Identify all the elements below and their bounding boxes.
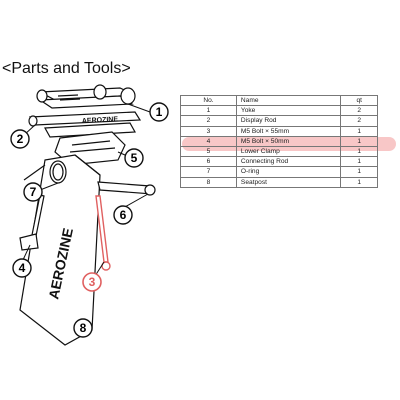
table-row-highlighted: 3 M5 Bolt × 55mm 1	[180, 125, 378, 137]
svg-text:8: 8	[80, 321, 87, 335]
cell-name: Display Rod	[235, 115, 342, 127]
col-header-name: Name	[235, 94, 342, 107]
cell-no: 6	[180, 156, 237, 168]
cell-qt: 2	[340, 115, 378, 127]
svg-text:1: 1	[156, 105, 163, 119]
parts-diagram: AEROZINE AEROZINE	[10, 84, 169, 346]
callout-6: 6	[113, 205, 133, 225]
cell-name: Connecting Rod	[235, 156, 342, 168]
callout-1: 1	[149, 102, 169, 122]
svg-text:AEROZINE: AEROZINE	[82, 116, 119, 125]
parts-table: No. Name qt 1 Yoke 2 2 Display Rod 2 3 M…	[180, 94, 378, 188]
connecting-rod-part-icon	[97, 181, 156, 196]
cell-no: 7	[180, 166, 237, 178]
cell-no: 1	[180, 105, 237, 117]
callout-3: 3	[82, 272, 102, 292]
cell-name: M5 Bolt × 55mm	[235, 125, 342, 137]
highlighted-bolt-part-icon	[95, 195, 111, 271]
cell-name: M5 Bolt × 50mm	[235, 135, 342, 147]
display-rod-part-icon: AEROZINE	[28, 111, 142, 138]
cell-qt: 1	[340, 135, 378, 147]
page-title: <Parts and Tools>	[2, 60, 131, 77]
callout-2: 2	[10, 129, 30, 149]
table-header-row: No. Name qt	[180, 94, 378, 107]
col-header-no: No.	[180, 94, 237, 107]
cell-no: 2	[180, 115, 237, 127]
cell-name: Seatpost	[235, 176, 342, 188]
table-row: 7 O-ring 1	[180, 166, 378, 178]
cell-no: 4	[180, 135, 237, 147]
svg-text:3: 3	[89, 275, 96, 289]
col-header-qt: qt	[340, 94, 378, 107]
cell-name: Lower Clamp	[235, 145, 342, 158]
callout-7: 7	[23, 182, 43, 202]
table-row: 5 Lower Clamp 1	[180, 145, 378, 158]
bolt-part-icon	[19, 194, 45, 251]
table-row: 1 Yoke 2	[180, 105, 378, 117]
cell-no: 3	[180, 125, 237, 137]
table-row: 6 Connecting Rod 1	[180, 156, 378, 168]
parts-table-wrap: No. Name qt 1 Yoke 2 2 Display Rod 2 3 M…	[180, 94, 378, 188]
svg-text:7: 7	[30, 185, 37, 199]
table-row: 2 Display Rod 2	[180, 115, 378, 127]
svg-text:5: 5	[131, 151, 138, 165]
svg-text:6: 6	[120, 208, 127, 222]
svg-text:4: 4	[19, 261, 26, 275]
cell-qt: 1	[340, 176, 378, 188]
callout-5: 5	[124, 148, 144, 168]
cell-name: Yoke	[235, 105, 342, 117]
cell-no: 5	[180, 145, 237, 158]
cell-qt: 1	[340, 145, 378, 158]
cell-qt: 1	[340, 125, 378, 137]
callout-8: 8	[73, 318, 93, 338]
cell-qt: 2	[340, 105, 378, 117]
cell-name: O-ring	[235, 166, 342, 178]
cell-qt: 1	[340, 156, 378, 168]
cell-no: 8	[180, 176, 237, 188]
svg-text:2: 2	[17, 132, 24, 146]
callout-4: 4	[12, 258, 32, 278]
callout-lines	[21, 103, 151, 331]
yoke-part-icon	[36, 84, 136, 109]
cell-qt: 1	[340, 166, 378, 178]
table-row: 8 Seatpost 1	[180, 176, 378, 188]
table-row: 4 M5 Bolt × 50mm 1	[180, 135, 378, 147]
